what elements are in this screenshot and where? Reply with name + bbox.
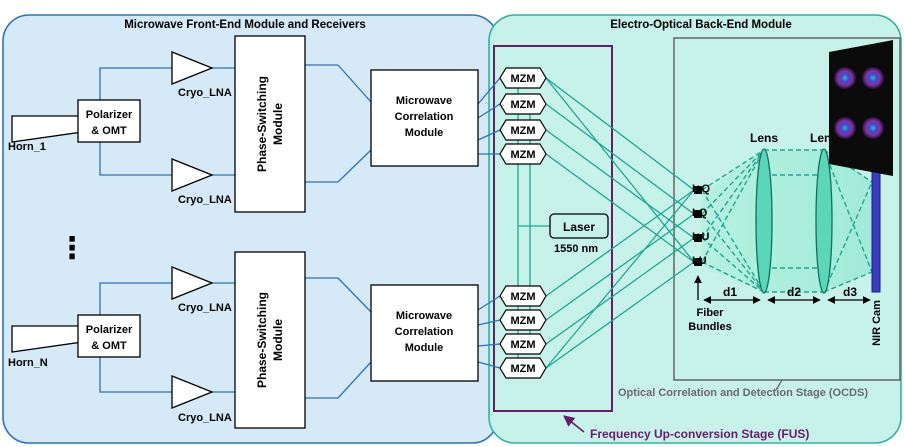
correlation-spots (834, 67, 884, 139)
ocds-box (673, 37, 901, 381)
svg-text:Polarizer: Polarizer (86, 109, 133, 121)
fiber-bundles-label-2: Bundles (688, 321, 731, 333)
front-end-title: Microwave Front-End Module and Receivers (124, 19, 366, 31)
lna-label-4: Cryo_LNA (178, 412, 232, 424)
polarizer-omt-n (77, 314, 141, 358)
port-label-1: I+Q (692, 183, 710, 195)
microwave-correlation-module-1 (370, 69, 479, 167)
svg-text:Correlation: Correlation (395, 111, 454, 123)
svg-text:Module: Module (405, 127, 444, 139)
mzm-modulators: MZM MZM MZM MZM MZM MZM MZM MZM (499, 67, 547, 379)
svg-text:Module: Module (271, 319, 285, 361)
polarizer-omt-1 (77, 99, 141, 143)
fiber-bundles-label-1: Fiber (697, 307, 725, 319)
ocds-label: Optical Correlation and Detection Stage … (618, 387, 868, 399)
lens-1 (755, 148, 773, 294)
optical-fibers (545, 77, 695, 369)
beam-rays (701, 149, 873, 293)
port-label-4: I-U (692, 255, 707, 267)
distance-d3: d3 (843, 285, 857, 299)
back-end-module-panel (488, 14, 902, 444)
mzm-7: MZM (499, 333, 547, 355)
svg-text:Phase-Switching: Phase-Switching (255, 76, 269, 172)
port-label-2: I-Q (692, 207, 708, 219)
distance-d2: d2 (787, 285, 801, 299)
back-end-title: Electro-Optical Back-End Module (610, 19, 791, 31)
lens-1-label: Lens (750, 131, 778, 145)
svg-text:MZM: MZM (510, 125, 535, 137)
svg-text:MZM: MZM (510, 363, 535, 375)
port-label-3: I+U (692, 231, 709, 243)
mzm-5: MZM (499, 285, 547, 307)
svg-text:Microwave: Microwave (396, 95, 452, 107)
lens-2 (815, 148, 833, 294)
mzm-3: MZM (499, 119, 547, 141)
distance-arrows (694, 275, 871, 304)
phase-switching-module-1 (234, 35, 306, 213)
svg-text:Module: Module (271, 103, 285, 145)
laser-label: Laser (563, 220, 595, 234)
lna-label-1: Cryo_LNA (178, 87, 232, 99)
mzm-4: MZM (499, 143, 547, 165)
nir-camera (871, 171, 881, 293)
lna-label-3: Cryo_LNA (178, 302, 232, 314)
svg-text:Phase-Switching: Phase-Switching (255, 292, 269, 388)
phase-switching-module-n (234, 251, 306, 429)
receivers-ellipsis: ⋮ (57, 232, 87, 265)
svg-text:Microwave: Microwave (396, 310, 452, 322)
nir-camera-label: NIR Cam (871, 300, 883, 346)
microwave-wiring (99, 64, 501, 399)
svg-text:& OMT: & OMT (91, 125, 127, 137)
distance-d1: d1 (723, 285, 737, 299)
microwave-correlation-module-n (370, 284, 479, 382)
svg-text:MZM: MZM (510, 315, 535, 327)
mzm-6: MZM (499, 309, 547, 331)
fus-label: Frequency Up-conversion Stage (FUS) (590, 427, 809, 441)
svg-text:MZM: MZM (510, 339, 535, 351)
svg-text:& OMT: & OMT (91, 340, 127, 352)
svg-text:MZM: MZM (510, 73, 535, 85)
mzm-1: MZM (499, 67, 547, 89)
mzm-2: MZM (499, 93, 547, 115)
lna-label-2: Cryo_LNA (178, 194, 232, 206)
svg-text:MZM: MZM (510, 149, 535, 161)
horn-1-label: Horn_1 (8, 141, 46, 153)
svg-text:MZM: MZM (510, 99, 535, 111)
camera-image (829, 40, 893, 176)
fus-box (493, 45, 613, 412)
horn-n-label: Horn_N (8, 357, 48, 369)
fiber-port-markers (694, 186, 702, 266)
svg-text:Polarizer: Polarizer (86, 324, 133, 336)
laser-wavelength: 1550 nm (554, 243, 598, 255)
svg-text:MZM: MZM (510, 291, 535, 303)
svg-text:Module: Module (405, 342, 444, 354)
laser-source (549, 213, 609, 239)
mzm-8: MZM (499, 357, 547, 379)
cryo-lna-amplifiers (171, 51, 214, 409)
svg-text:Correlation: Correlation (395, 326, 454, 338)
